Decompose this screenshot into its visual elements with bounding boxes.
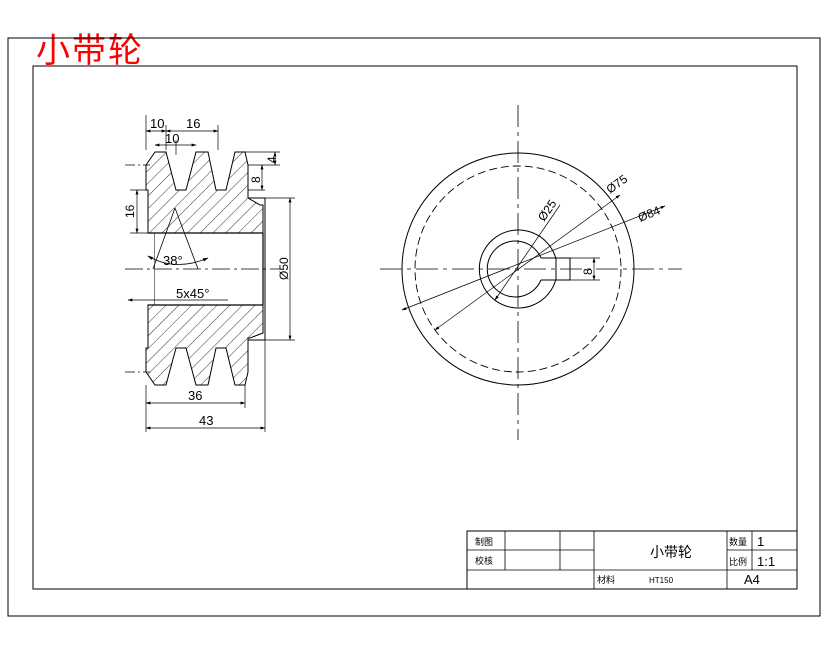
lower-section-hatch	[145, 304, 264, 386]
dim-right-4: 4	[265, 156, 279, 163]
dim-top-10a: 10	[150, 116, 164, 131]
part-name: 小带轮	[650, 544, 692, 560]
dim-chamfer: 5x45°	[176, 286, 209, 301]
dim-dia-75: Ø75	[604, 172, 631, 197]
dim-bottom-36: 36	[188, 388, 202, 403]
title-block: 制图 校核 小带轮 数量 1 比例 1:1 材料 HT150 A4	[466, 530, 798, 590]
dim-top-10b: 10	[165, 131, 179, 146]
dim-key-8: 8	[581, 268, 595, 275]
dim-left-16: 16	[123, 204, 137, 218]
quantity-value: 1	[757, 534, 764, 549]
dim-angle-38: 38°	[163, 253, 183, 268]
front-section-view: 10 16 10 4 8 16 38° 5x45° Ø50 36 43	[123, 115, 295, 432]
outer-border	[7, 37, 821, 617]
upper-section-hatch	[145, 151, 264, 234]
dim-dia-25: Ø25	[535, 197, 560, 224]
scale-value: 1:1	[757, 554, 775, 569]
quantity-label: 数量	[729, 536, 747, 547]
dim-dia-84: Ø84	[636, 203, 663, 225]
inner-frame	[32, 65, 798, 590]
dim-top-16: 16	[186, 116, 200, 131]
drawn-by-label: 制图	[475, 536, 493, 547]
drawing-title: 小带轮	[36, 31, 144, 71]
checked-by-label: 校核	[475, 555, 493, 566]
scale-label: 比例	[729, 556, 747, 567]
material-label: 材料	[597, 574, 615, 585]
dim-dia-50: Ø50	[277, 257, 291, 280]
dim-right-8: 8	[249, 176, 263, 183]
material-value: HT150	[649, 576, 674, 585]
dim-bottom-43: 43	[199, 413, 213, 428]
side-view: Ø25 Ø75 Ø84 8	[380, 105, 682, 440]
sheet-size: A4	[744, 572, 760, 587]
